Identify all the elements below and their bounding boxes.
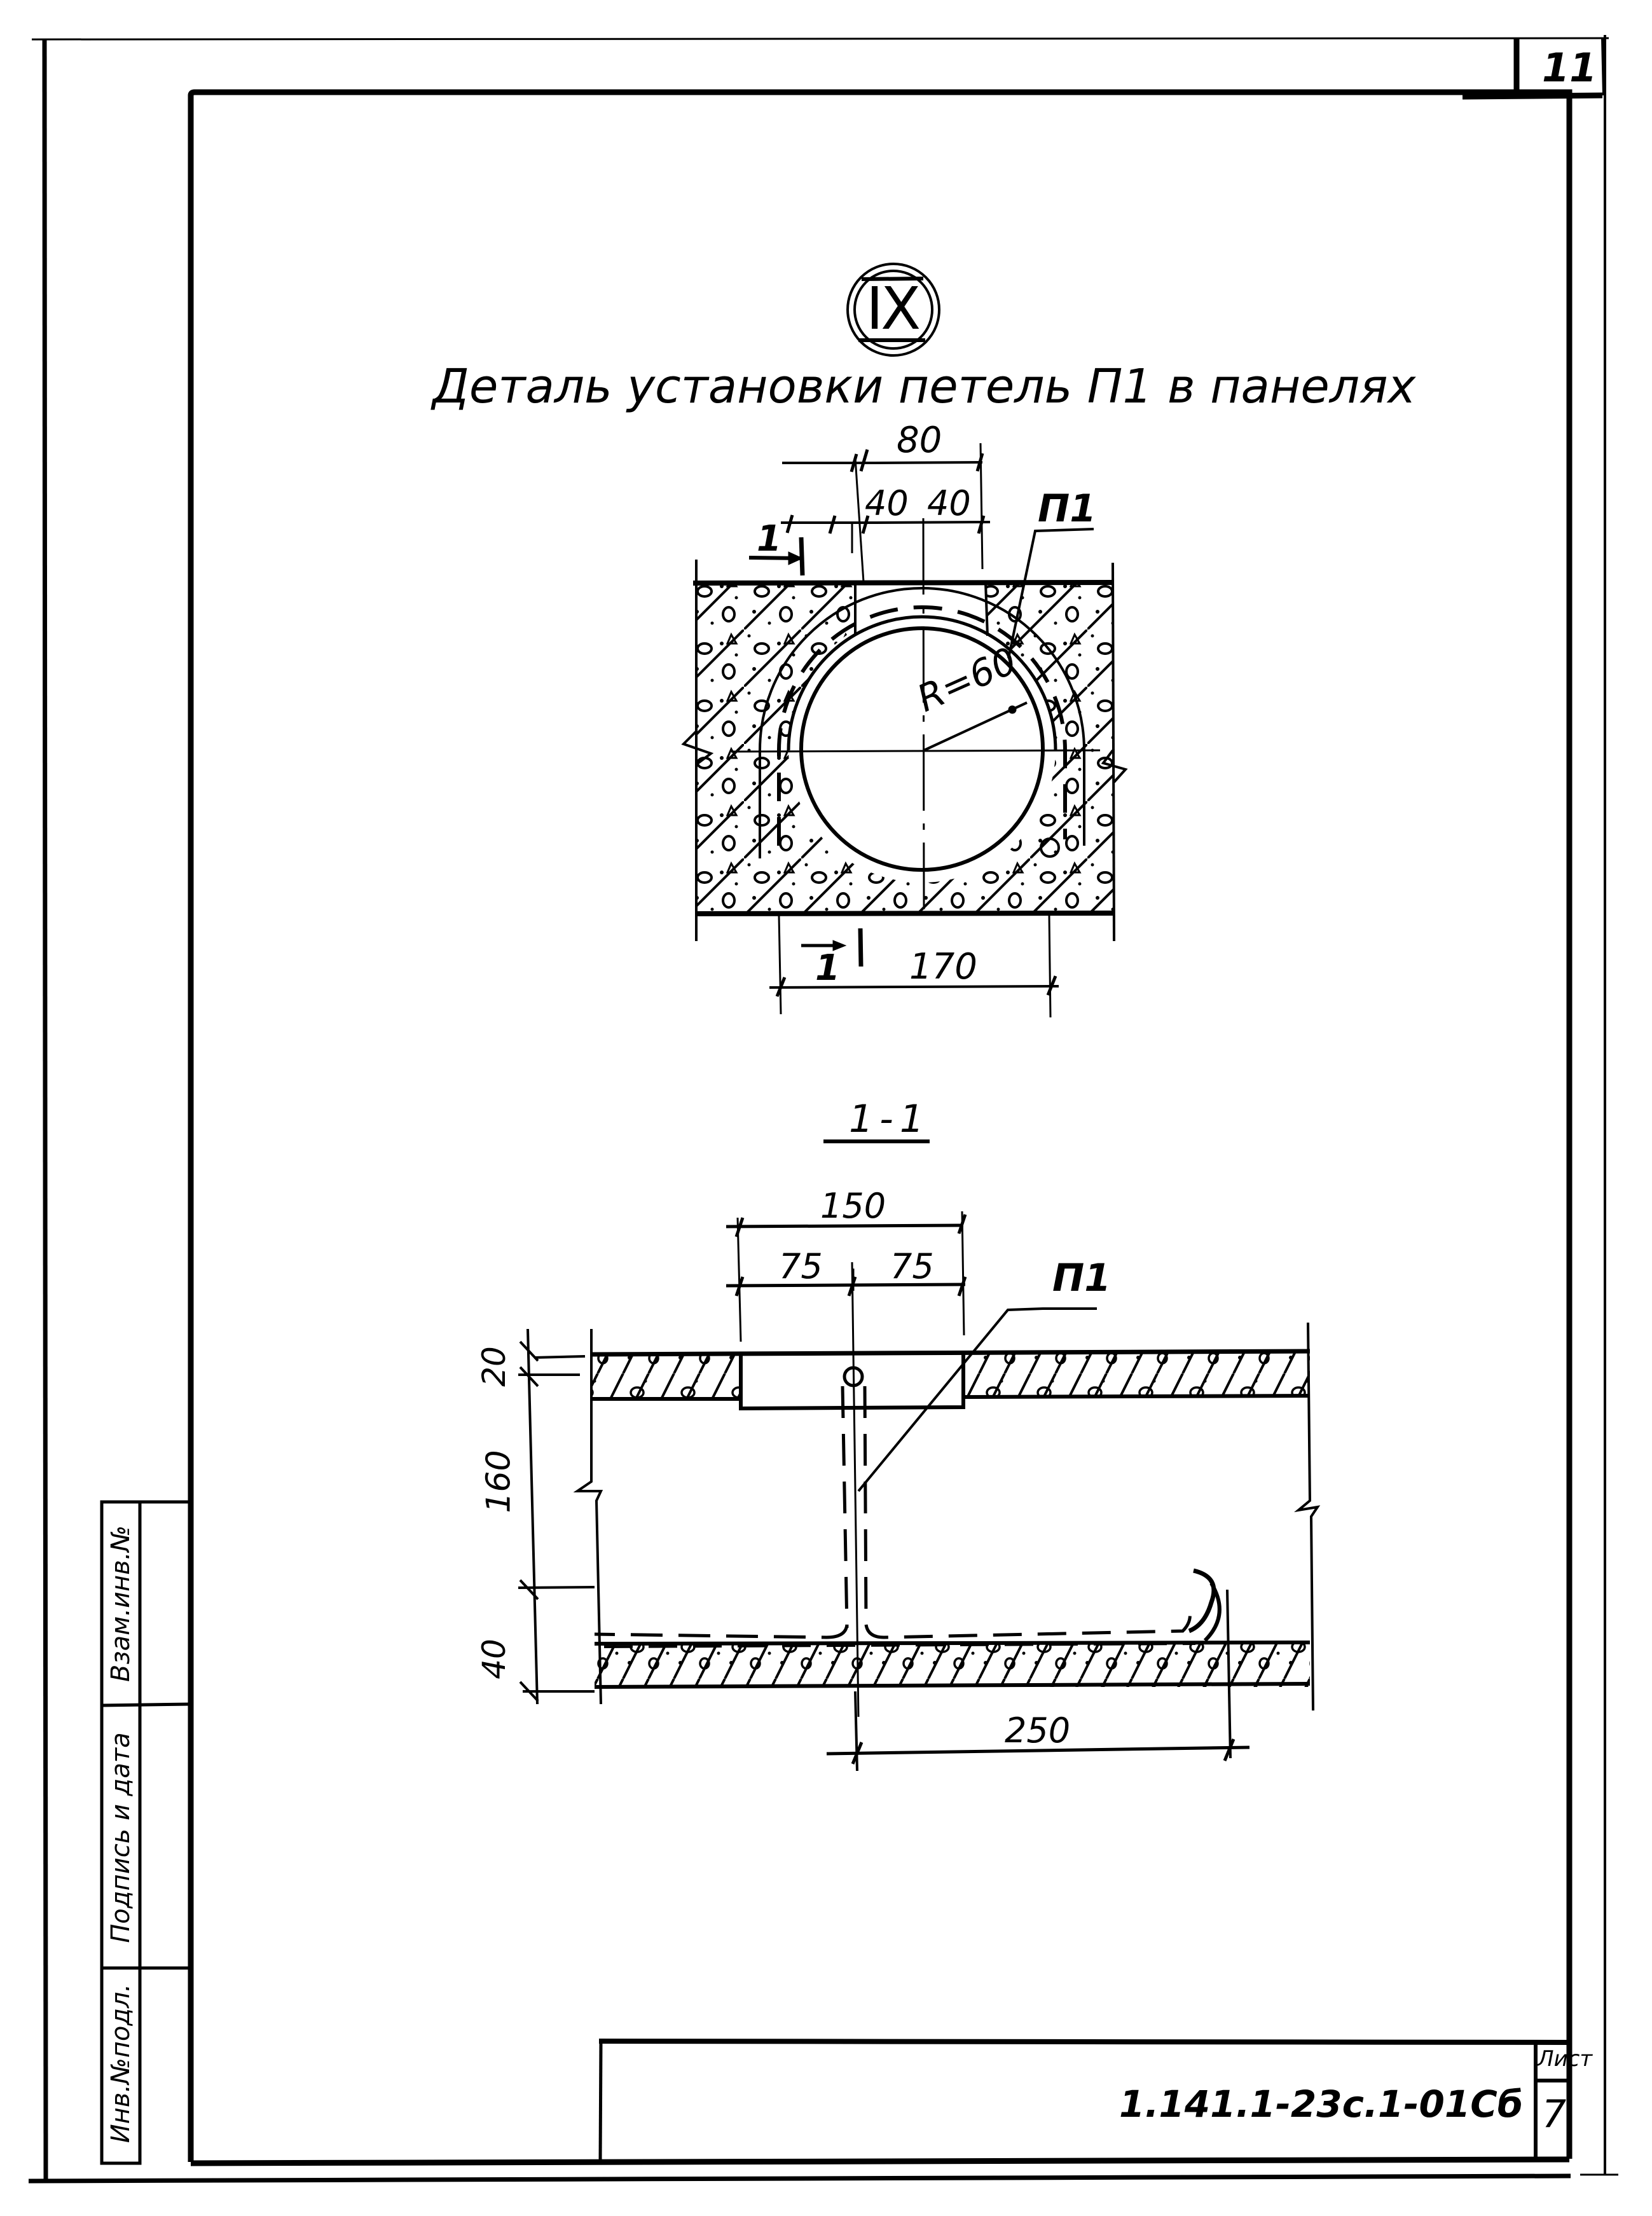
- plan-dim-170: 170: [909, 946, 977, 988]
- section-dim-150: 150: [820, 1186, 886, 1226]
- section-view: [518, 1139, 1321, 1772]
- detail-marker-label: IX: [866, 275, 921, 343]
- plan-section-mark-bottom: 1: [815, 947, 840, 989]
- stamp-podpis-data: Подпись и дата: [106, 1732, 135, 1943]
- section-label: 1-1: [849, 1097, 930, 1141]
- plan-section-mark-top: 1: [757, 518, 781, 560]
- section-dim-250: 250: [1005, 1710, 1071, 1751]
- plan-callout-p1: П1: [1038, 486, 1096, 531]
- stamp-vzam-inv: Взам.инв.№: [106, 1525, 135, 1683]
- section-dim-75-right: 75: [890, 1246, 934, 1286]
- sheet-number: 7: [1542, 2092, 1567, 2137]
- section-dim-40: 40: [475, 1639, 513, 1679]
- section-dim-20: 20: [475, 1346, 513, 1387]
- sheet-label: Лист: [1538, 2046, 1593, 2072]
- plan-dim-40-left: 40: [865, 483, 909, 523]
- document-code: 1.141.1-23с.1-01Сб: [1119, 2082, 1524, 2126]
- detail-marker: [846, 263, 940, 357]
- sheet-frame: [28, 35, 1618, 2184]
- stamp-inv-podl: Инв.№подл.: [106, 1983, 135, 2144]
- plan-dim-40-right: 40: [927, 483, 971, 523]
- plan-dim-80: 80: [897, 420, 942, 461]
- section-dim-160: 160: [479, 1450, 518, 1513]
- side-stamp: [100, 1500, 191, 2165]
- sheet-title: Деталь установки петель П1 в панелях: [432, 359, 1416, 414]
- title-block: [598, 2039, 1570, 2163]
- section-dim-75-left: 75: [779, 1246, 823, 1286]
- page-number: 11: [1542, 45, 1597, 91]
- section-callout-p1: П1: [1052, 1256, 1111, 1300]
- plan-view: [681, 443, 1128, 1018]
